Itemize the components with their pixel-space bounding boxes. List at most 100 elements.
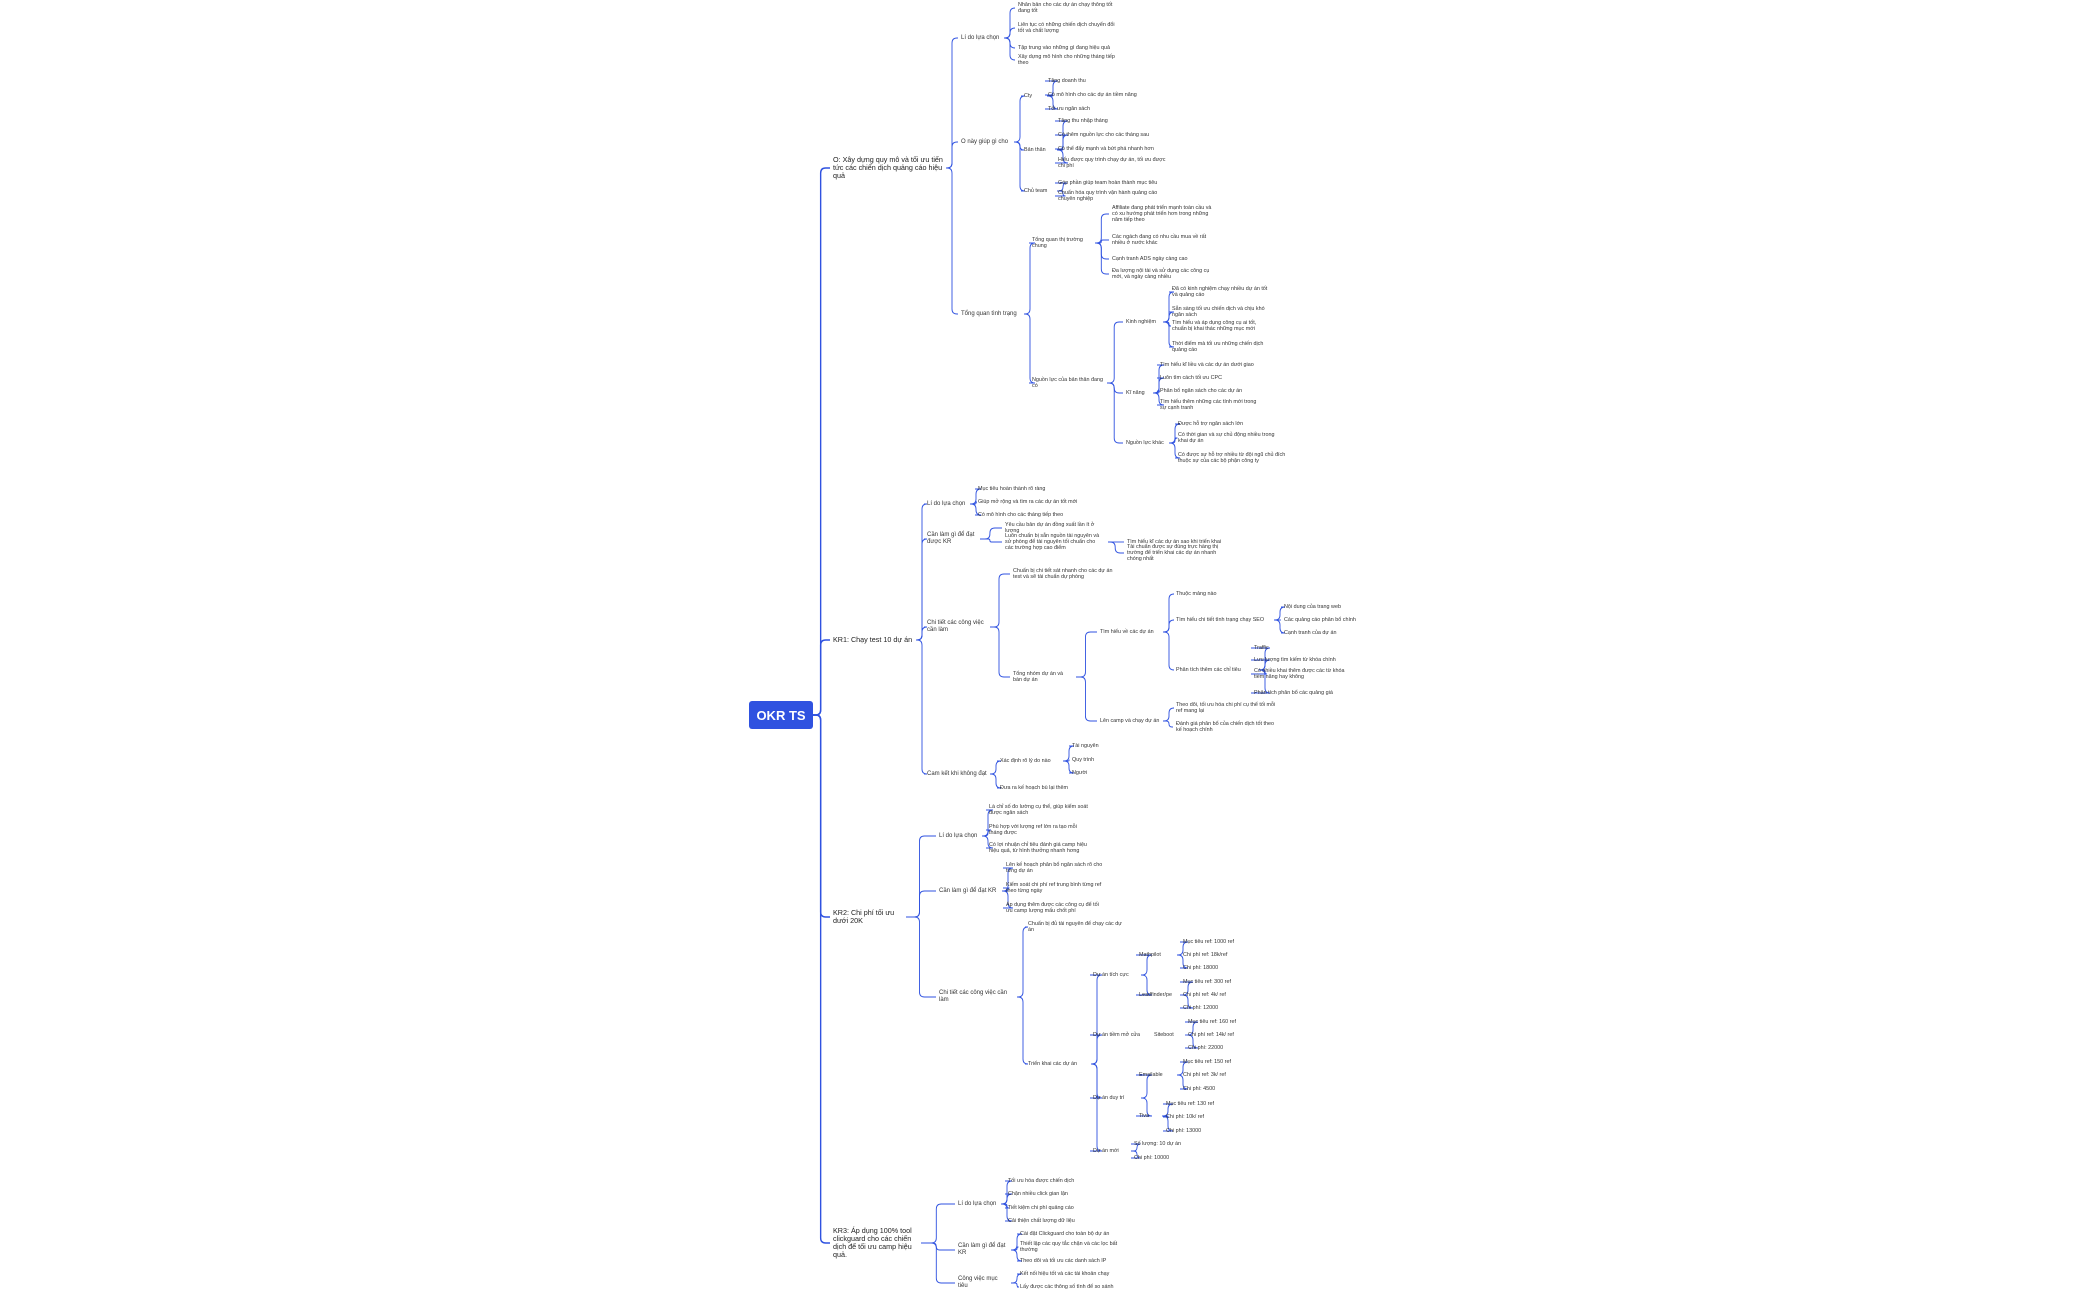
topic-chi-phi-13000[interactable]: Chi phí: 13000 [1166,1128,1202,1134]
topic-da-luong-noi-tai-va-su-dung-cac-cong-cu-[interactable]: Đa lượng nội tài và sử dụng các công cụ … [1112,268,1210,281]
topic-nguon-luc-khac[interactable]: Nguồn lực khác [1126,440,1164,446]
topic-luon-chuan-bi-san-nguon-tai-nguyen-va-su[interactable]: Luôn chuẩn bị sẵn nguồn tài nguyên và sử… [1005,532,1100,551]
topic-luon-tim-cach-toi-uu-cpc[interactable]: Luôn tìm cách tối ưu CPC [1160,375,1223,381]
topic-siteboot[interactable]: Siteboot [1154,1032,1174,1038]
topic-duoc-ho-tro-ngan-sach-lon[interactable]: Được hỗ trợ ngân sách lớn [1178,421,1244,427]
topic-len-ke-hoach-phan-bo-ngan-sach-ro-cho-tu[interactable]: Lên kế hoạch phân bổ ngân sách rõ cho từ… [1006,862,1103,875]
topic-theo-doi-toi-uu-hoa-chi-phi-cu-the-toi-m[interactable]: Theo dõi, tối ưu hóa chi phí cụ thể tối … [1176,702,1276,715]
topic-cong-viec-muc-tieu[interactable]: Công việc mục tiêu [958,1276,998,1289]
topic-tang-thu-nhap-thang[interactable]: Tăng thu nhập tháng [1058,118,1108,124]
topic-cac-ngach-dang-co-nhu-cau-mua-ve-rat-nhi[interactable]: Các ngách đang có nhu cầu mua về rất nhi… [1112,234,1207,247]
topic-phu-hop-voi-luong-ref-lon-ra-tao-moi-tha[interactable]: Phù hợp với lượng ref lớn ra tạo mỗi thá… [989,824,1077,837]
topic-tang-doanh-thu[interactable]: Tăng doanh thu [1048,78,1086,84]
topic-ban-than[interactable]: Bản thân [1024,147,1046,153]
topic-muc-tieu-ref-1000-ref[interactable]: Mục tiêu ref: 1000 ref [1183,939,1234,945]
topic-quy-trinh[interactable]: Quy trình [1072,757,1095,763]
topic-nguoi[interactable]: Người [1072,770,1088,776]
topic-san-sang-toi-uu-chien-dich-va-chiu-kho-n[interactable]: Sẵn sàng tối ưu chiến dịch và chịu khó n… [1172,306,1265,319]
topic-phan-tich-them-cac-chi-tieu[interactable]: Phân tích thêm các chỉ tiêu [1176,667,1241,673]
topic-chi-tiet-cac-cong-viec-can-lam[interactable]: Chi tiết các công việc cần làm [939,990,1008,1003]
topic-canh-tranh-cua-du-an[interactable]: Cạnh tranh của dự án [1284,630,1337,636]
topic-o-nay-giup-gi-cho[interactable]: O này giúp gì cho [961,138,1009,145]
topic-can-lam-gi-de-dat-kr[interactable]: Cần làm gì để đạt KR [939,887,997,894]
topic-li-do-lua-chon[interactable]: Lí do lựa chọn [961,34,1000,41]
topic-can-lam-gi-de-dat-duoc-kr[interactable]: Cần làm gì để đạt được KR [927,532,975,545]
topic-hieu-duoc-quy-trinh-chay-du-an-toi-uu-du[interactable]: Hiểu được quy trình chạy dự án, tối ưu đ… [1058,157,1166,170]
topic-chi-phi-10k-ref[interactable]: Chi phí: 10k/ ref [1166,1114,1205,1120]
topic-xay-dung-mo-hinh-cho-nhung-thang-tiep-th[interactable]: Xây dựng mô hình cho những tháng tiếp th… [1018,54,1115,67]
topic-chi-phi-12000[interactable]: Chi phí: 12000 [1183,1005,1219,1011]
topic-theo-doi-va-toi-uu-cac-danh-sach-ip[interactable]: Theo dõi và tối ưu các danh sách IP [1020,1258,1107,1264]
topic-li-do-lua-chon[interactable]: Lí do lựa chọn [958,1200,997,1207]
topic-nguon-luc-cua-ban-than-dang-co[interactable]: Nguồn lực của bản thân đang có [1032,377,1104,390]
topic-kr3-ap-dung-100-tool-clickguard-cho-cac-[interactable]: KR3: Áp dụng 100% tool clickguard cho cá… [833,1226,912,1259]
topic-giup-mo-rong-va-tim-ra-cac-du-an-tot-moi[interactable]: Giúp mở rộng và tìm ra các dự án tốt mới [978,499,1078,505]
topic-kinh-nghiem[interactable]: Kinh nghiệm [1126,319,1156,325]
topic-muc-tieu-ref-160-ref[interactable]: Mục tiêu ref: 160 ref [1188,1019,1236,1025]
topic-chi-phi-ref-18k-ref[interactable]: Chi phí ref: 18k/ref [1183,952,1228,958]
topic-ap-dung-them-duoc-cac-cong-cu-de-toi-uu-[interactable]: Áp dụng thêm được các công cụ để tối ưu … [1006,902,1099,915]
topic-chuan-bi-chi-tiet-sat-nhanh-cho-cac-du-a[interactable]: Chuẩn bị chi tiết sát nhanh cho các dự á… [1013,568,1113,581]
topic-nhan-ban-cho-cac-du-an-chay-thong-tot-da[interactable]: Nhân bản cho các dự án chạy thông tốt đa… [1018,2,1113,15]
topic-cai-dat-clickguard-cho-toan-bo-du-an[interactable]: Cài đặt Clickguard cho toàn bộ dự án [1020,1231,1110,1237]
topic-tong-nhom-du-an-va-ban-du-an[interactable]: Tổng nhóm dự án và bàn dự án [1013,671,1064,684]
topic-can-lam-gi-de-dat-kr[interactable]: Cần làm gì để đạt KR [958,1243,1006,1256]
topic-yeu-cau-ban-du-an-dong-xuat-lan-it-o-luo[interactable]: Yêu cầu bản dự án đồng xuất lần ít ở lượ… [1005,522,1095,535]
topic-phan-bo-ngan-sach-cho-cac-du-an[interactable]: Phân bổ ngân sách cho các dự án [1160,388,1243,394]
topic-chi-phi-4500[interactable]: Chi phí: 4500 [1183,1086,1216,1092]
topic-so-luong-10-du-an[interactable]: Số lượng: 10 dự án [1134,1141,1182,1147]
topic-la-chi-so-do-luong-cu-the-giup-kiem-soat[interactable]: Là chỉ số đo lường cụ thể, giúp kiểm soá… [989,804,1088,817]
topic-chi-phi-22000[interactable]: Chi phí: 22000 [1188,1045,1224,1051]
topic-co-them-nguon-luc-cho-cac-thang-sau[interactable]: Có thêm nguồn lực cho các tháng sau [1058,132,1150,138]
topic-tim-hieu-them-nhung-cac-tinh-moi-trong-s[interactable]: Tìm hiểu thêm những các tính mới trong s… [1160,399,1257,412]
topic-ki-nang[interactable]: Kĩ năng [1126,390,1145,396]
topic-chi-phi-ref-4k-ref[interactable]: Chi phí ref: 4k/ ref [1183,992,1226,998]
topic-o-xay-dung-quy-mo-va-toi-uu-tien-tuc-cac[interactable]: O: Xây dựng quy mô và tối ưu tiến tức cá… [833,155,943,180]
topic-tim-hieu-ve-cac-du-an[interactable]: Tìm hiểu về các dự án [1100,629,1154,635]
topic-chuan-hoa-quy-trinh-van-hanh-quang-cao-c[interactable]: Chuẩn hóa quy trình vận hành quảng cáo c… [1058,190,1158,203]
topic-gop-phan-giup-team-hoan-thanh-muc-tieu[interactable]: Góp phần giúp team hoàn thành mục tiêu [1058,180,1158,186]
topic-chi-phi-10000[interactable]: Chi phí: 10000 [1134,1155,1170,1161]
topic-trien-khai-cac-du-an[interactable]: Triển khai các dự án [1028,1061,1077,1067]
topic-li-do-lua-chon[interactable]: Lí do lựa chọn [939,832,978,839]
topic-chi-phi-ref-14k-ref[interactable]: Chi phí ref: 14k/ ref [1188,1032,1234,1038]
topic-tim-hieu-ki-cac-du-an-sao-khi-trien-khai[interactable]: Tìm hiểu kĩ các dự án sao khi triển khai [1127,539,1222,545]
topic-thoi-diem-ma-toi-uu-nhung-chien-dich-qua[interactable]: Thời điểm mà tối ưu những chiến dịch quả… [1172,341,1264,354]
topic-co-duoc-su-ho-tro-nhieu-tu-doi-ngu-chu-d[interactable]: Có được sự hỗ trợ nhiều từ đội ngũ chủ đ… [1178,452,1286,465]
topic-muc-tieu-ref-300-ref[interactable]: Mục tiêu ref: 300 ref [1183,979,1231,985]
topic-noi-dung-cua-trang-web[interactable]: Nội dung của trang web [1284,604,1341,610]
topic-lay-duoc-cac-thong-so-tinh-de-so-sanh[interactable]: Lấy được các thông số tình để so sánh [1020,1284,1114,1290]
topic-len-camp-va-chay-du-an[interactable]: Lên camp và chạy dự án [1100,718,1160,724]
topic-tiva[interactable]: Tiva [1139,1113,1149,1119]
topic-lien-tuc-co-nhung-chien-dich-chuyen-doi-[interactable]: Liên tục có những chiến dịch chuyển đổi … [1018,22,1115,35]
topic-li-do-lua-chon[interactable]: Lí do lựa chọn [927,500,966,507]
topic-kiem-soat-chi-phi-ref-trung-binh-tung-re[interactable]: Kiểm soát chi phí ref trung bình từng re… [1006,882,1102,895]
topic-co-thoi-gian-va-su-chu-dong-nhieu-trong-[interactable]: Có thời gian và sự chủ động nhiều trong … [1178,432,1275,445]
topic-canh-tranh-ads-ngay-cang-cao[interactable]: Cạnh tranh ADS ngày càng cao [1112,256,1188,262]
topic-toi-uu-ngan-sach[interactable]: Tối ưu ngân sách [1048,106,1090,112]
topic-chi-phi-ref-3k-ref[interactable]: Chi phí ref: 3k/ ref [1183,1072,1226,1078]
topic-chi-phi-18000[interactable]: Chi phí: 18000 [1183,965,1219,971]
topic-luu-luong-tim-kiem-tu-khoa-chinh[interactable]: Lưu lượng tìm kiếm từ khóa chính [1254,657,1336,663]
topic-du-an-tiem-mo-cua[interactable]: Dự án tiềm mở cửa [1093,1032,1140,1038]
topic-chu-team[interactable]: Chủ team [1024,188,1048,194]
topic-tai-chuan-duoc-su-dung-truc-hang-thi-tru[interactable]: Tài chuẩn được sự đúng trực hàng thị trư… [1127,543,1219,562]
topic-chan-nhieu-click-gian-lan[interactable]: Chặn nhiều click gian lận [1008,1191,1068,1197]
topic-co-mo-hinh-cho-cac-thang-tiep-theo[interactable]: Có mô hình cho các tháng tiếp theo [978,512,1064,518]
topic-xac-dinh-ro-ly-do-nao[interactable]: Xác định rõ lý do nào [1000,758,1051,764]
topic-muc-tieu-ref-150-ref[interactable]: Mục tiêu ref: 150 ref [1183,1059,1231,1065]
topic-tim-hieu-va-ap-dung-cong-cu-ai-tot-chuan[interactable]: Tìm hiểu và áp dụng công cụ ai tốt, chuẩ… [1172,320,1257,333]
topic-tap-trung-vao-nhung-gi-dang-hieu-qua[interactable]: Tập trung vào những gì đang hiệu quả [1018,45,1111,51]
topic-cam-ket-khi-khong-dat[interactable]: Cam kết khi không đạt [927,770,987,777]
topic-cac-quang-cao-phan-bo-chinh[interactable]: Các quảng cáo phân bổ chính [1284,617,1356,623]
topic-tai-nguyen[interactable]: Tài nguyên [1072,743,1099,749]
topic-muc-tieu-hoan-thanh-ro-rang[interactable]: Mục tiêu hoàn thành rõ ràng [978,486,1046,492]
topic-tiet-kiem-chi-phi-quang-cao[interactable]: Tiết kiệm chi phí quảng cáo [1008,1205,1074,1211]
topic-dua-ra-ke-hoach-bu-lai-them[interactable]: Đưa ra kế hoạch bù lại thêm [1000,785,1069,791]
topic-kr2-chi-phi-toi-uu-duoi-20k[interactable]: KR2: Chi phí tối ưu dưới 20K [833,908,895,925]
topic-affiliate-dang-phat-trien-manh-toan-cau-[interactable]: Affiliate đang phát triển mạnh toàn cầu … [1112,204,1212,223]
topic-ket-noi-hieu-tot-va-cac-tai-khoan-chay[interactable]: Kết nối hiệu tốt và các tài khoản chạy [1020,1271,1110,1277]
topic-danh-gia-phan-bo-cua-chien-dich-tot-theo[interactable]: Đánh giá phân bổ của chiến dịch tốt theo… [1176,721,1275,734]
topic-du-an-tich-cuc[interactable]: Dự án tích cực [1093,972,1129,978]
topic-co-nhieu-khai-them-duoc-cac-tu-khoa-tiem[interactable]: Có nhiều khai thêm được các từ khóa tiềm… [1254,668,1345,681]
